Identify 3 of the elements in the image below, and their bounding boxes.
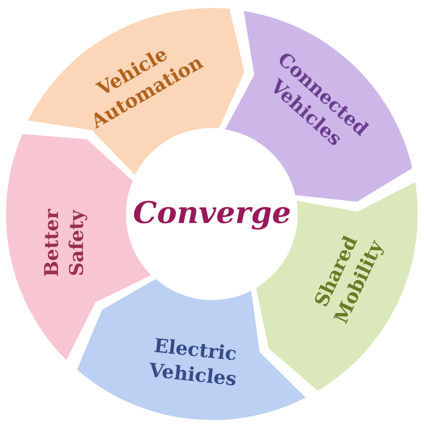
center-title: Converge [132,196,292,232]
segment-label: Electric Vehicles [146,334,238,392]
segment-label: Better Safety [40,208,89,279]
